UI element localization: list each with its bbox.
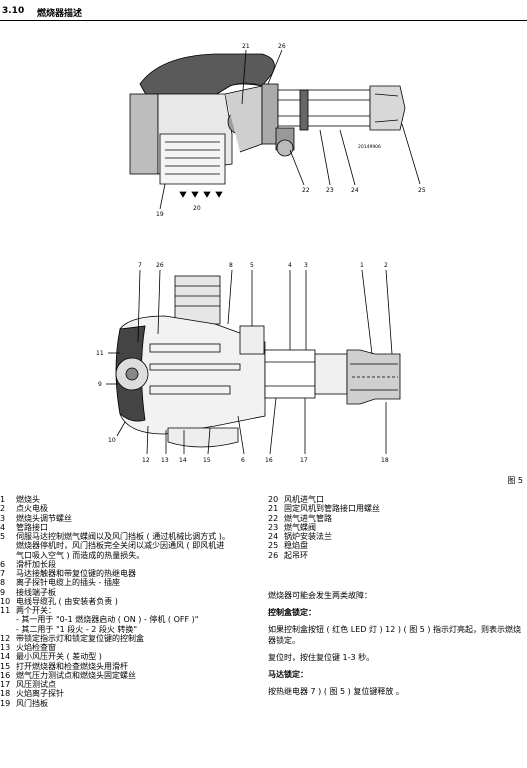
figure-code: 20149906 <box>358 144 381 150</box>
legend-item: - 其二用于 "1 段火 - 2 段火 转换" <box>16 624 138 634</box>
callout-9: 9 <box>98 381 102 388</box>
control-lock-text: 如果控制盒按钮 ( 红色 LED 灯 ) 12 ) ( 图 5 ) 指示灯亮起，… <box>268 625 522 645</box>
legend-item: 气口吸入空气 ) 而造成的热量损失。 <box>16 550 145 560</box>
callout-11: 11 <box>96 350 104 357</box>
callout-12: 12 <box>142 457 150 464</box>
callout-7: 7 <box>138 262 142 269</box>
section-number: 3.10 <box>2 6 25 16</box>
burner-drawing: 21 26 22 23 24 25 19 20 20149906 <box>96 43 426 464</box>
callout-19: 19 <box>156 211 164 218</box>
bottom-view-labels: 7 26 8 5 4 3 1 2 11 9 10 12 13 14 15 6 1… <box>96 262 389 464</box>
callout-3: 3 <box>304 262 308 269</box>
bottom-view <box>106 269 401 455</box>
section-title: 燃烧器描述 <box>37 9 83 19</box>
top-view-labels: 21 26 22 23 24 25 19 20 20149906 <box>156 43 426 218</box>
callout-8: 8 <box>229 262 233 269</box>
callout-18: 18 <box>381 457 389 464</box>
callout-24: 24 <box>351 187 359 194</box>
fault-notes: 燃烧器可能会发生两类故障： 控制盒锁定： 如果控制盒按钮 ( 红色 LED 灯 … <box>268 590 527 703</box>
callout-23: 23 <box>326 187 334 194</box>
callout-17: 17 <box>300 457 308 464</box>
callout-26: 26 <box>278 43 286 50</box>
top-view <box>129 49 421 210</box>
callout-2: 2 <box>384 262 388 269</box>
callout-21: 21 <box>242 43 250 50</box>
control-lock-title: 控制盒锁定： <box>268 608 316 617</box>
callout-1: 1 <box>360 262 364 269</box>
callout-10: 10 <box>108 437 116 444</box>
callout-5: 5 <box>250 262 254 269</box>
legend-item: - 其一用于 "0-1 燃烧器启动 ( ON ) - 停机 ( OFF )" <box>16 615 199 625</box>
motor-lock-title: 马达锁定： <box>268 670 308 679</box>
callout-26b: 26 <box>156 262 164 269</box>
burner-figure: 21 26 22 23 24 25 19 20 20149906 <box>0 24 527 490</box>
callout-25: 25 <box>418 187 426 194</box>
callout-13: 13 <box>161 457 169 464</box>
callout-15: 15 <box>203 457 211 464</box>
figure-caption: 图 5 <box>507 476 523 485</box>
motor-lock-text: 按热继电器 7 ) ( 图 5 ) 复位键释放 。 <box>268 687 404 696</box>
header-rule <box>0 20 527 21</box>
callout-6: 6 <box>241 457 245 464</box>
notes-intro: 燃烧器可能会发生两类故障： <box>268 591 372 600</box>
callout-4: 4 <box>288 262 292 269</box>
callout-22: 22 <box>302 187 310 194</box>
callout-16: 16 <box>265 457 273 464</box>
callout-14: 14 <box>179 457 187 464</box>
legend-item: 燃烧器停机时，风门挡板完全关闭以减少因通风 ( 即风机进 <box>16 541 225 551</box>
reset-text: 复位时，按住复位键 1-3 秒。 <box>268 653 375 662</box>
callout-20: 20 <box>193 205 201 212</box>
section-header: 3.10 燃烧器描述 <box>0 0 527 22</box>
